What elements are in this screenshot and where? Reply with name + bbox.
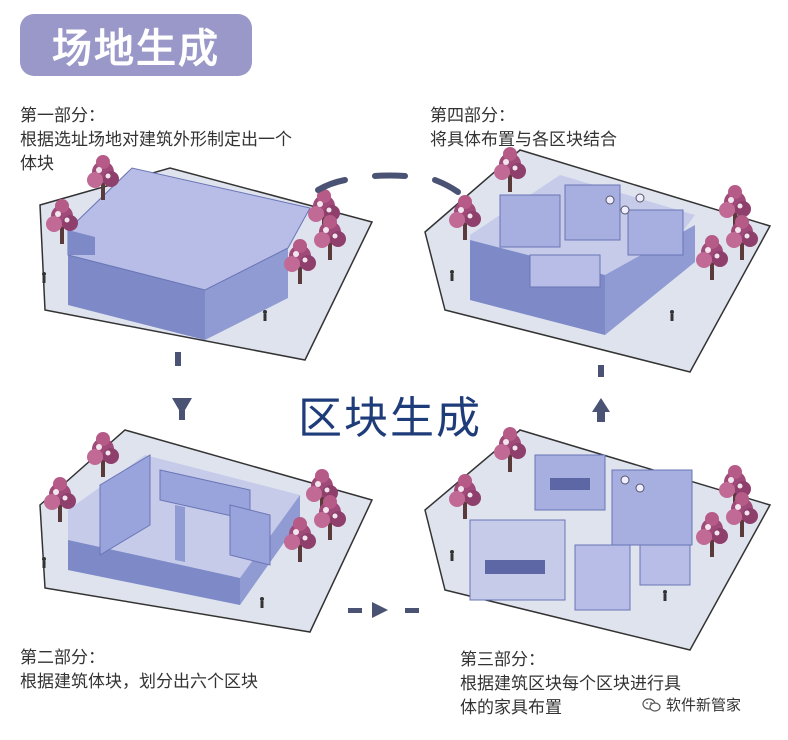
page-title-badge: 场地生成 [20, 14, 252, 76]
step-1-description: 第一部分： 根据选址场地对建筑外形制定出一个 体块 [20, 104, 380, 176]
step-line: 将具体布置与各区块结合 [430, 130, 617, 149]
step-line: 根据选址场地对建筑外形制定出一个 [20, 130, 292, 149]
arrow-down [172, 398, 192, 420]
person [42, 272, 46, 283]
person [263, 310, 267, 321]
block-wall-front [68, 255, 205, 340]
step-line: 根据建筑区块每个区块进行具 [460, 674, 681, 693]
panel-site-block [39, 155, 374, 361]
step-heading: 第一部分： [20, 106, 105, 125]
step-line: 体块 [20, 154, 54, 173]
step-line: 根据建筑体块，划分出六个区块 [20, 672, 258, 691]
panel-zone-division [39, 429, 374, 633]
step-3-description: 第三部分： 根据建筑区块每个区块进行具 体的家具布置 [460, 648, 760, 720]
arrow-right [372, 602, 388, 618]
step-heading: 第三部分： [460, 650, 545, 669]
person [663, 590, 667, 601]
step-4-description: 第四部分： 将具体布置与各区块结合 [430, 104, 760, 152]
watermark-text: 软件新管家 [666, 697, 742, 714]
arc-segment [372, 172, 408, 179]
arrow-line [405, 608, 419, 613]
person [670, 310, 674, 321]
wechat-icon [642, 697, 662, 713]
arrow-line [348, 608, 362, 613]
watermark: 软件新管家 [642, 694, 741, 715]
arrow-line [598, 365, 604, 377]
person [450, 550, 454, 561]
step-2-description: 第二部分： 根据建筑体块，划分出六个区块 [20, 646, 380, 694]
center-title: 区块生成 [298, 394, 482, 443]
arc-segment [315, 177, 348, 193]
step-line: 体的家具布置 [460, 698, 562, 717]
person [450, 270, 454, 281]
panel-furniture-layout [424, 427, 772, 651]
block-notch [68, 230, 95, 255]
flow-arrows [172, 172, 610, 618]
person [42, 557, 46, 568]
step-heading: 第二部分： [20, 648, 105, 667]
arc-segment [175, 352, 181, 366]
step-heading: 第四部分： [430, 106, 515, 125]
panel-combined-layout [424, 147, 772, 373]
person [260, 597, 264, 608]
block-wall-side [205, 248, 288, 340]
arrow-up [592, 398, 610, 422]
arc-segment [432, 177, 461, 195]
page-title: 场地生成 [52, 27, 220, 71]
